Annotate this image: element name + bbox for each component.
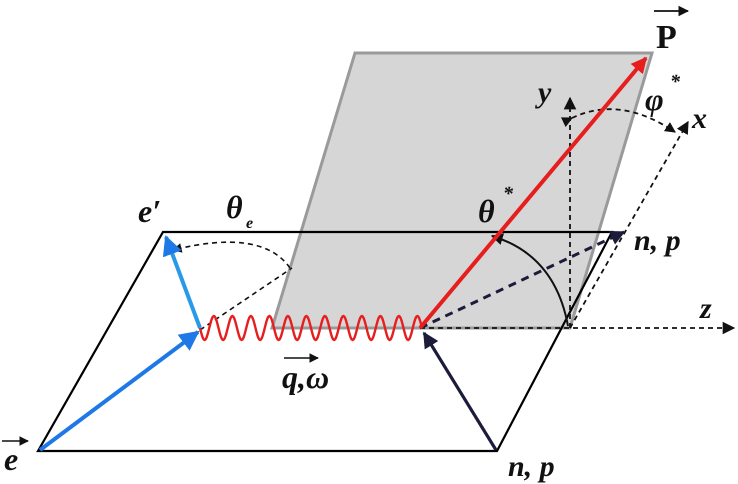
label-y: y	[535, 76, 552, 109]
label-theta-e-sub: e	[246, 215, 253, 232]
label-P: P	[656, 19, 677, 56]
reaction-plane	[269, 51, 655, 330]
scattered-electron-arrow	[162, 235, 202, 329]
incident-electron-arrow	[38, 330, 200, 452]
scattering-plane	[36, 230, 614, 453]
label-z: z	[699, 292, 712, 325]
label-theta-e: θ	[226, 189, 243, 225]
label-theta-star-sup: *	[503, 183, 514, 205]
label-n-p-right: n, p	[634, 224, 681, 257]
label-x: x	[691, 102, 707, 135]
label-phi-star-sup: *	[670, 71, 681, 93]
momentum-P-arrow	[418, 56, 648, 330]
label-e-prime: e′	[138, 193, 161, 229]
virtual-photon	[198, 314, 424, 342]
nucleon-dashed-direction	[419, 230, 626, 330]
theta-star-arc	[490, 233, 569, 327]
label-phi-star: φ	[645, 81, 664, 117]
label-e: e	[4, 441, 18, 477]
theta-e-arc	[172, 241, 291, 269]
x-axis	[569, 120, 689, 329]
label-q-omega: q,ω	[282, 359, 329, 395]
label-theta-star: θ	[478, 193, 495, 229]
label-n-p-bottom: n, p	[508, 450, 555, 483]
phi-star-arc	[560, 108, 676, 133]
recoil-nucleon-arrow	[422, 331, 498, 451]
